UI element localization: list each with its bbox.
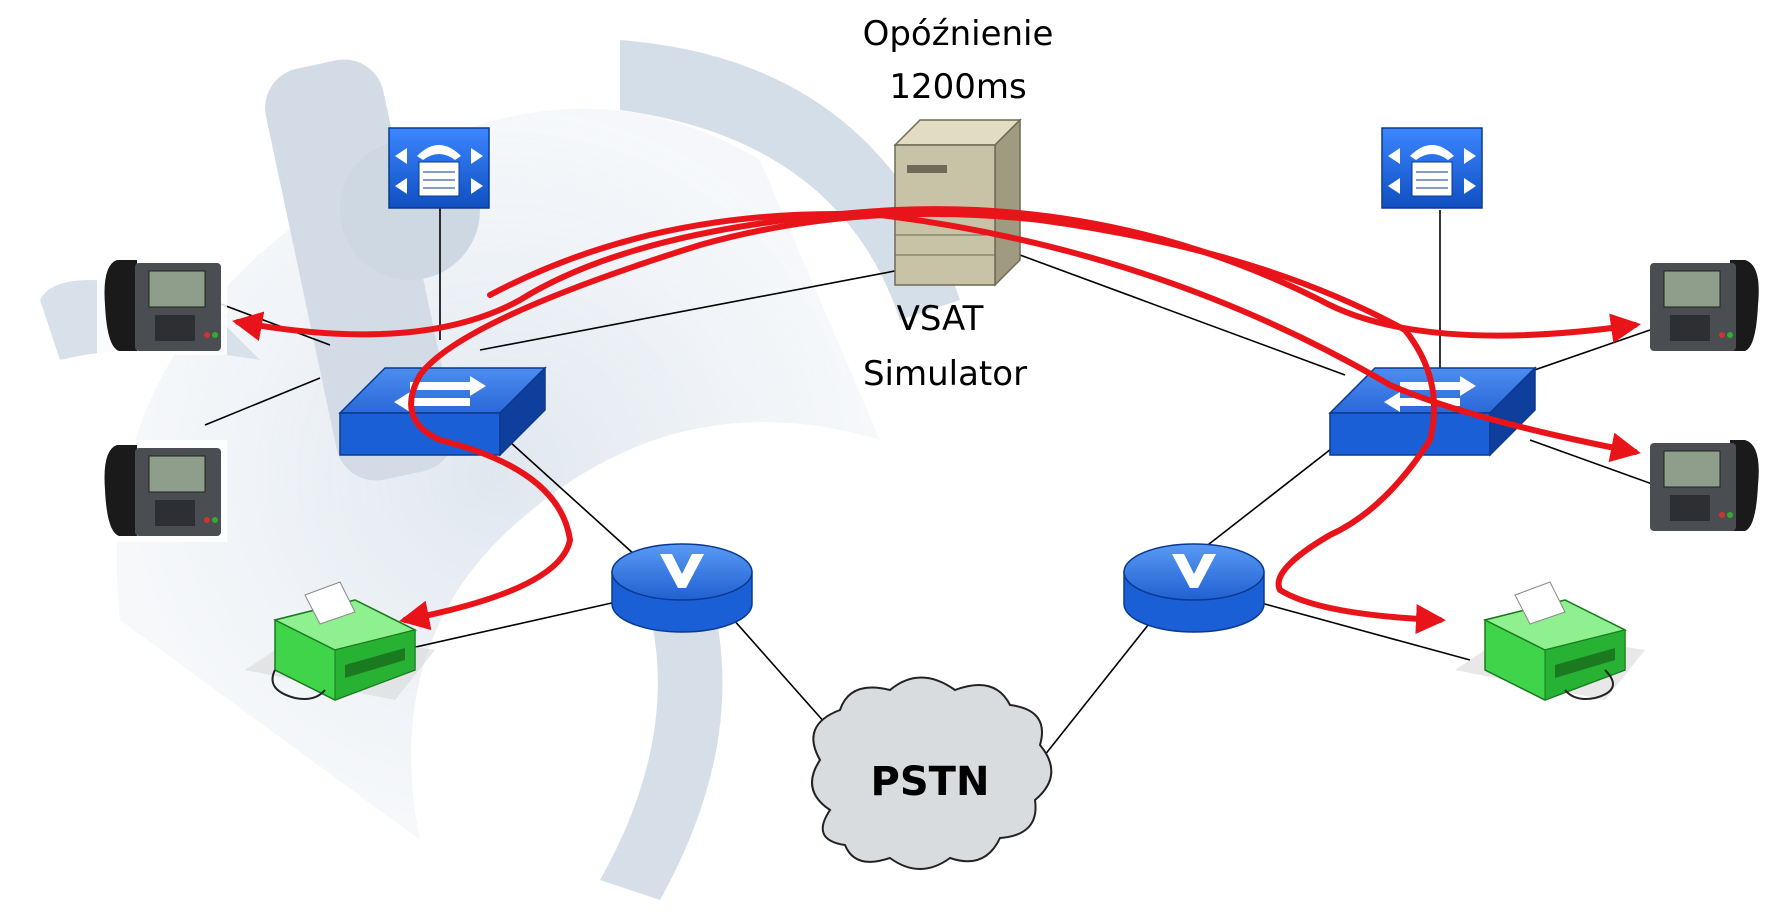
voice-router-icon xyxy=(1123,543,1265,633)
link-switch-right-phone2 xyxy=(1529,439,1656,486)
fax-icon xyxy=(1455,581,1645,701)
ip-phone-icon xyxy=(97,440,227,542)
call-path-arrows xyxy=(232,206,1641,634)
delay-label-line1: Opóźnienie xyxy=(863,14,1054,54)
switch-icon xyxy=(338,366,547,457)
call-manager-icon xyxy=(388,127,490,209)
call-path-fax-to-fax xyxy=(399,210,1446,634)
link-phone2-switch-left xyxy=(204,377,321,426)
link-router-right-fax-right xyxy=(1249,599,1471,661)
server-icon xyxy=(893,118,1022,287)
cloud-icon xyxy=(811,676,1053,870)
pstn-label: PSTN xyxy=(871,759,990,805)
vsat-label-line2: Simulator xyxy=(863,354,1027,394)
ip-phone-icon xyxy=(1650,440,1759,531)
link-router-right-pstn xyxy=(1024,609,1161,781)
call-manager-icon xyxy=(1381,127,1483,209)
link-switch-right-router-right xyxy=(1194,441,1341,556)
link-switch-left-router-left xyxy=(509,441,636,556)
link-server-switch-right xyxy=(1019,254,1346,376)
delay-label-line2: 1200ms xyxy=(889,67,1026,107)
voice-router-icon xyxy=(611,543,753,633)
fax-icon xyxy=(245,581,435,701)
ip-phone-icon xyxy=(1650,260,1759,351)
vsat-label-line1: VSAT xyxy=(897,299,984,339)
switch-icon xyxy=(1328,366,1537,457)
call-path-phone-to-phone-lower xyxy=(487,211,1641,463)
call-path-phone-to-phone-top xyxy=(232,206,1641,344)
ip-phone-icon xyxy=(97,255,227,355)
